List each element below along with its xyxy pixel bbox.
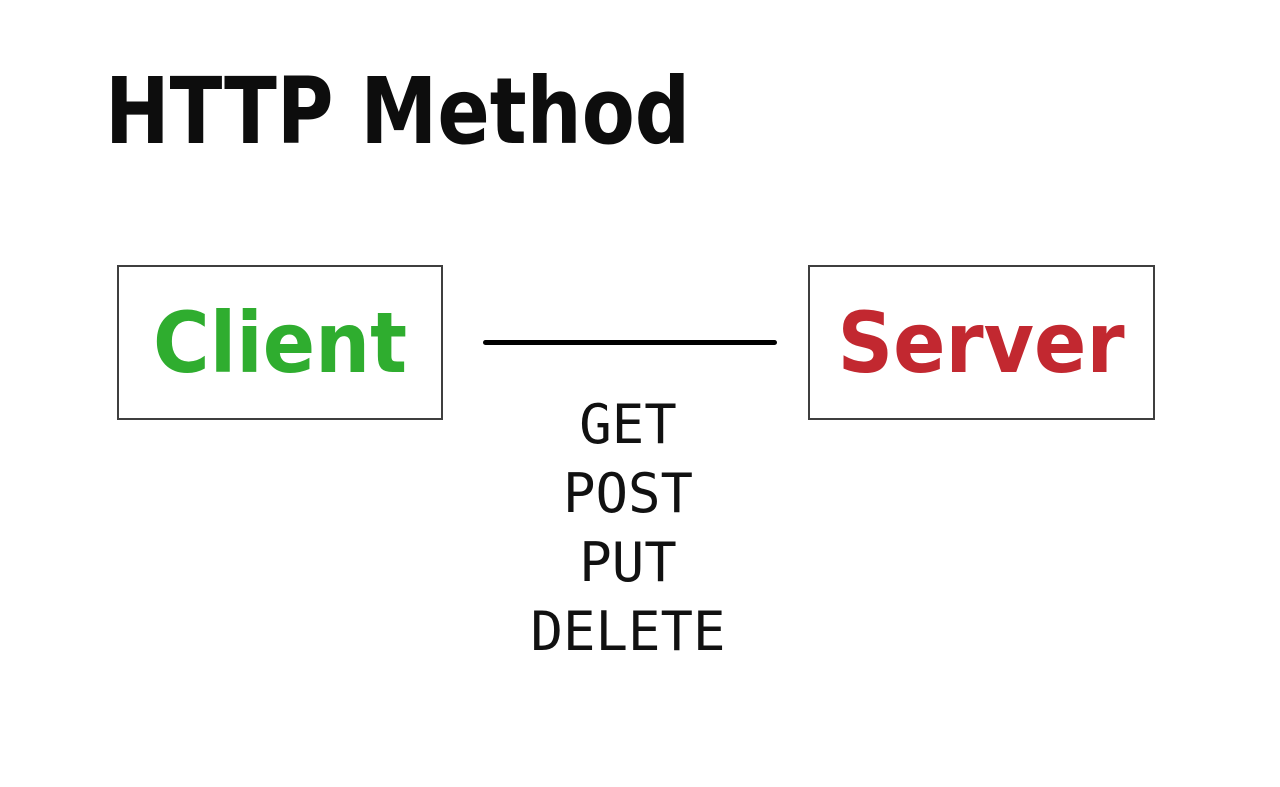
client-label: Client [152, 293, 408, 392]
http-method-put: PUT [579, 531, 677, 594]
http-methods-list: GET POST PUT DELETE [478, 390, 778, 666]
page-title: HTTP Method [105, 58, 691, 165]
http-method-get: GET [579, 393, 677, 456]
client-node: Client [117, 265, 443, 420]
http-method-post: POST [562, 462, 694, 525]
server-node: Server [808, 265, 1155, 420]
client-server-connection-line [483, 340, 777, 345]
http-method-delete: DELETE [530, 600, 726, 663]
server-label: Server [837, 293, 1126, 392]
